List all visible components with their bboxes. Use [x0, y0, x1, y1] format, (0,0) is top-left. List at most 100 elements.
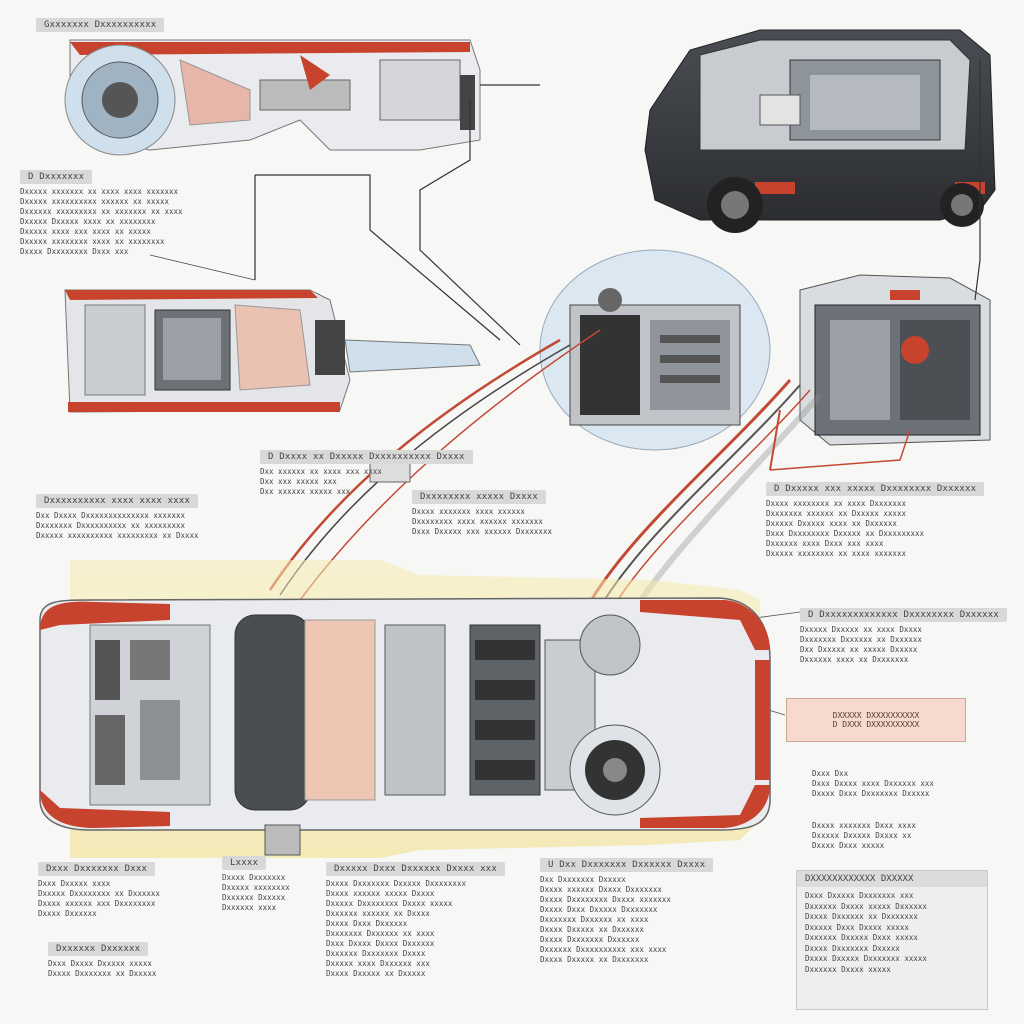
callout-line: Dxxxxxx Dxxxx xxxxx Dxxxxxx	[805, 901, 927, 911]
callout-line: Dxxxxxxx Dxxxxxx xx Dxxxxxx	[800, 635, 922, 644]
callout-heading: Dxxxxxx Dxxxxxx	[48, 942, 149, 956]
callout-line: Dxxxx Dxxxxxx xx Dxxxxxxx	[805, 912, 918, 921]
callout-line: Dxxxx Dxxx xxxxx	[812, 841, 885, 850]
callout-line: Dxxxx Dxxxxxxx Dxxxxx	[805, 943, 900, 953]
callout-line: Dxxxxx xxxx xxx xxxx xx xxxxx	[20, 227, 151, 236]
callout-line: Dxxx Dxxxx Dxxxxx xxxxx	[48, 959, 152, 968]
callout-heading: Gxxxxxxx Dxxxxxxxxxx	[36, 18, 165, 32]
callout-heading: D Dxxxx xx Dxxxxx Dxxxxxxxxxx Dxxxx	[260, 450, 473, 464]
callout-heading: D Dxxxxxxxxxxxxx Dxxxxxxxx Dxxxxxx	[800, 608, 1008, 622]
callout-line: Dxx xxx xxxxx xxx	[260, 477, 337, 486]
callout-line: Dxxxx xxxxxxxx xx xxxx Dxxxxxxx	[766, 499, 906, 508]
callout-line: Dxxxxxxx Dxxxxxx xx xxxx	[540, 915, 649, 924]
callout-line: Dxx Dxxxxx xx xxxxx Dxxxxx	[800, 645, 918, 654]
callout-line: Dxxxx Dxxx Dxxxxxx	[326, 919, 408, 928]
callout-line: Dxxxx Dxxxxx xx Dxxxxxx	[540, 925, 644, 934]
callout-line: Dxxxx Dxxxxxxxx Dxxx xxx	[20, 247, 129, 256]
callout-line: Dxx Dxxxx Dxxxxxxxxxxxxxx xxxxxxx	[36, 511, 186, 520]
callout-line: Dxxxx xxxxxx Dxxxx Dxxxxxxx	[540, 885, 662, 894]
main-car-topview	[39, 560, 771, 858]
rear-car-view	[644, 29, 996, 233]
callout-line: Dxxxxxx Dxxxxxxx Dxxxx	[326, 949, 426, 958]
callout-line: Dxxx Dxxxxx Dxxxxxxx xxx	[805, 891, 914, 900]
callout-line: Dxxxxx xxxxxxx xx xxxx xxxx xxxxxxx	[20, 187, 179, 196]
callout-line: Dxxxxx xxxxxxxx xx xxxx xxxxxxx	[766, 549, 906, 558]
callout-heading: Dxxx Dxxxxxxx Dxxx	[38, 862, 156, 876]
callout-line: Dxxxxx xxxxxxxxxx xxxxxxxxx xx Dxxxx	[36, 531, 199, 540]
callout-line: Dxxxxx xxxx Dxxxxxx xxx	[326, 959, 430, 968]
callout-line: Dxxx Dxxxxx xxxx	[38, 879, 111, 888]
callout-line: Dxxxxxxx xxxxxx xx Dxxxxx xxxxx	[766, 509, 906, 518]
callout-line: Dxxx Dxxxxx xxx xxxxxx Dxxxxxxx	[412, 527, 552, 536]
callout-line: Dxxxx Dxxxxxxx	[222, 873, 286, 882]
callout-bottom-center: Dxxxxx Dxxx Dxxxxxx Dxxxx xxx Dxxxx Dxxx…	[326, 856, 505, 979]
callout-line: Dxxxxx Dxxxxx xxxx xx xxxxxxxx	[20, 217, 156, 226]
callout-line: Dxxxxxx xxxxxx xx Dxxxx	[326, 909, 430, 918]
callout-line: Dxxxx Dxxxxxxx xx Dxxxxx	[48, 969, 157, 978]
callout-line: Dxxxx Dxxxxxxx Dxxxxx Dxxxxxxxx	[326, 879, 466, 888]
callout-line: Dxxxxx Dxxx Dxxxx xxxxx	[805, 922, 909, 932]
callout-heading: D Dxxxxxxx	[20, 170, 93, 184]
connector-module	[264, 824, 301, 856]
callout-line: Dxxx Dxx	[812, 769, 849, 778]
info-panel: DXXXXXXXXXXXX DXXXXX Dxxx Dxxxxx Dxxxxxx…	[796, 870, 988, 1010]
callout-line: Dxxxx Dxxxxx Dxxxxxxx xxxxx	[805, 954, 927, 963]
callout-line: Dxxxxxxx Dxxxxxxxxxx xx xxxxxxxxx	[36, 521, 186, 530]
callout-line: Dxxxxx Dxxxxx xx xxxx Dxxxx	[800, 625, 922, 634]
callout-left-upper: D Dxxxxxxx Dxxxxx xxxxxxx xx xxxx xxxx x…	[20, 164, 183, 257]
callout-line: Dxxxxx Dxxxxxxxx xx Dxxxxxx	[38, 889, 160, 898]
callout-left-mid: Dxxxxxxxxxx xxxx xxxx xxxx Dxx Dxxxx Dxx…	[36, 488, 199, 541]
callout-line: Dxxxx xxxxxxx xxxx xxxxxx	[412, 507, 525, 516]
callout-heading: U Dxx Dxxxxxxx Dxxxxxx Dxxxx	[540, 858, 714, 872]
callout-line: Dxxxxxx Dxxxxx	[222, 893, 286, 902]
callout-line: Dxxxx Dxxxxx xx Dxxxxxxx	[540, 955, 649, 964]
callout-line: Dxxxx Dxxxxxx	[38, 909, 97, 918]
callout-heading: Dxxxxx Dxxx Dxxxxxx Dxxxx xxx	[326, 862, 505, 876]
callout-line: Dxx xxxxxx xx xxxx xxx xxxx	[260, 467, 382, 476]
callout-mid-center: D Dxxxx xx Dxxxxx Dxxxxxxxxxx Dxxxx Dxx …	[260, 444, 473, 497]
front-engine-bay	[799, 274, 991, 446]
highlight-box: DXXXXX DXXXXXXXXXX D DXXX DXXXXXXXXXX	[786, 698, 966, 742]
callout-line: Dxxxx xxxxxx xxx Dxxxxxxxx	[38, 899, 156, 908]
callout-line: Dxxxxx xxxxxxxx	[222, 883, 290, 892]
middle-cutaway-body	[64, 289, 481, 413]
info-panel-heading: DXXXXXXXXXXXX DXXXXX	[797, 871, 987, 887]
callout-heading: Lxxxx	[222, 856, 267, 870]
callout-right-lower: D Dxxxxxxxxxxxxx Dxxxxxxxx Dxxxxxx Dxxxx…	[800, 602, 1008, 665]
callout-line: Dxxxx xxxxxxx Dxxx xxxx	[812, 821, 916, 830]
callout-line: Dxx Dxxxxxxx Dxxxxx	[540, 875, 626, 884]
callout-line: Dxx xxxxxx xxxxx xxx	[260, 487, 351, 496]
callout-line: Dxxxxxx xxxxxxxxx xx xxxxxxx xx xxxx	[20, 207, 183, 216]
callout-bottom-right: U Dxx Dxxxxxxx Dxxxxxx Dxxxx Dxx Dxxxxxx…	[540, 852, 714, 965]
callout-line: Dxxxxxx Dxxxxx Dxxx xxxxx	[805, 933, 918, 942]
callout-line: Dxxxx Dxxxxxxx Dxxxxxx	[540, 935, 640, 944]
callout-line: Dxxxx Dxxx Dxxxxx Dxxxxxxx	[540, 905, 658, 914]
callout-line: Dxxxxx Dxxxxx xxxx xx Dxxxxxx	[766, 519, 897, 528]
callout-right-mid: D Dxxxxx xxx xxxxx Dxxxxxxxx Dxxxxxx Dxx…	[766, 476, 985, 559]
callout-line: Dxxxx Dxxx Dxxxxxxx Dxxxxx	[812, 789, 930, 798]
callout-line: Dxxx Dxxxx xxxx Dxxxxxx xxx	[812, 779, 934, 788]
callout-line: Dxxx Dxxxx Dxxxx Dxxxxxx	[326, 939, 435, 948]
callout-line: Dxxxxx Dxxxxxxxx Dxxxx xxxxx	[326, 899, 453, 908]
callout-line: Dxxxx xxxxxx xxxxx Dxxxx	[326, 889, 435, 898]
callout-line: Dxxxxxx xxxx xx Dxxxxxxx	[800, 655, 909, 664]
callout-line: Dxxxx Dxxxxxxxx Dxxxx xxxxxxx	[540, 895, 671, 904]
top-cutaway-module	[64, 39, 481, 156]
callout-line: Dxxxxxx xxxx Dxxx xxx xxxx	[766, 539, 884, 548]
callout-line: Dxxxx Dxxxxx xx Dxxxxx	[326, 969, 426, 978]
callout-line: Dxxxxxxxx xxxx xxxxxx xxxxxxx	[412, 517, 543, 526]
callout-heading: D Dxxxxx xxx xxxxx Dxxxxxxxx Dxxxxxx	[766, 482, 985, 496]
callout-line: Dxxxxxx xxxx	[222, 903, 277, 912]
callout-line: Dxxxxx xxxxxxxxxx xxxxxx xx xxxxx	[20, 197, 170, 206]
callout-line: Dxxxxxx Dxxxxxxxxxx xxx xxxx	[540, 945, 667, 954]
callout-top-left: Gxxxxxxx Dxxxxxxxxxx	[36, 12, 165, 32]
callout-center-mid: Dxxxxxxxx xxxxx Dxxxx Dxxxx xxxxxxx xxxx…	[412, 484, 552, 537]
callout-line: Dxxxxxxx Dxxxxxx xx xxxx	[326, 929, 435, 938]
callout-heading: Dxxxxxxxxxx xxxx xxxx xxxx	[36, 494, 199, 508]
engine-detail-bubble	[539, 249, 771, 451]
